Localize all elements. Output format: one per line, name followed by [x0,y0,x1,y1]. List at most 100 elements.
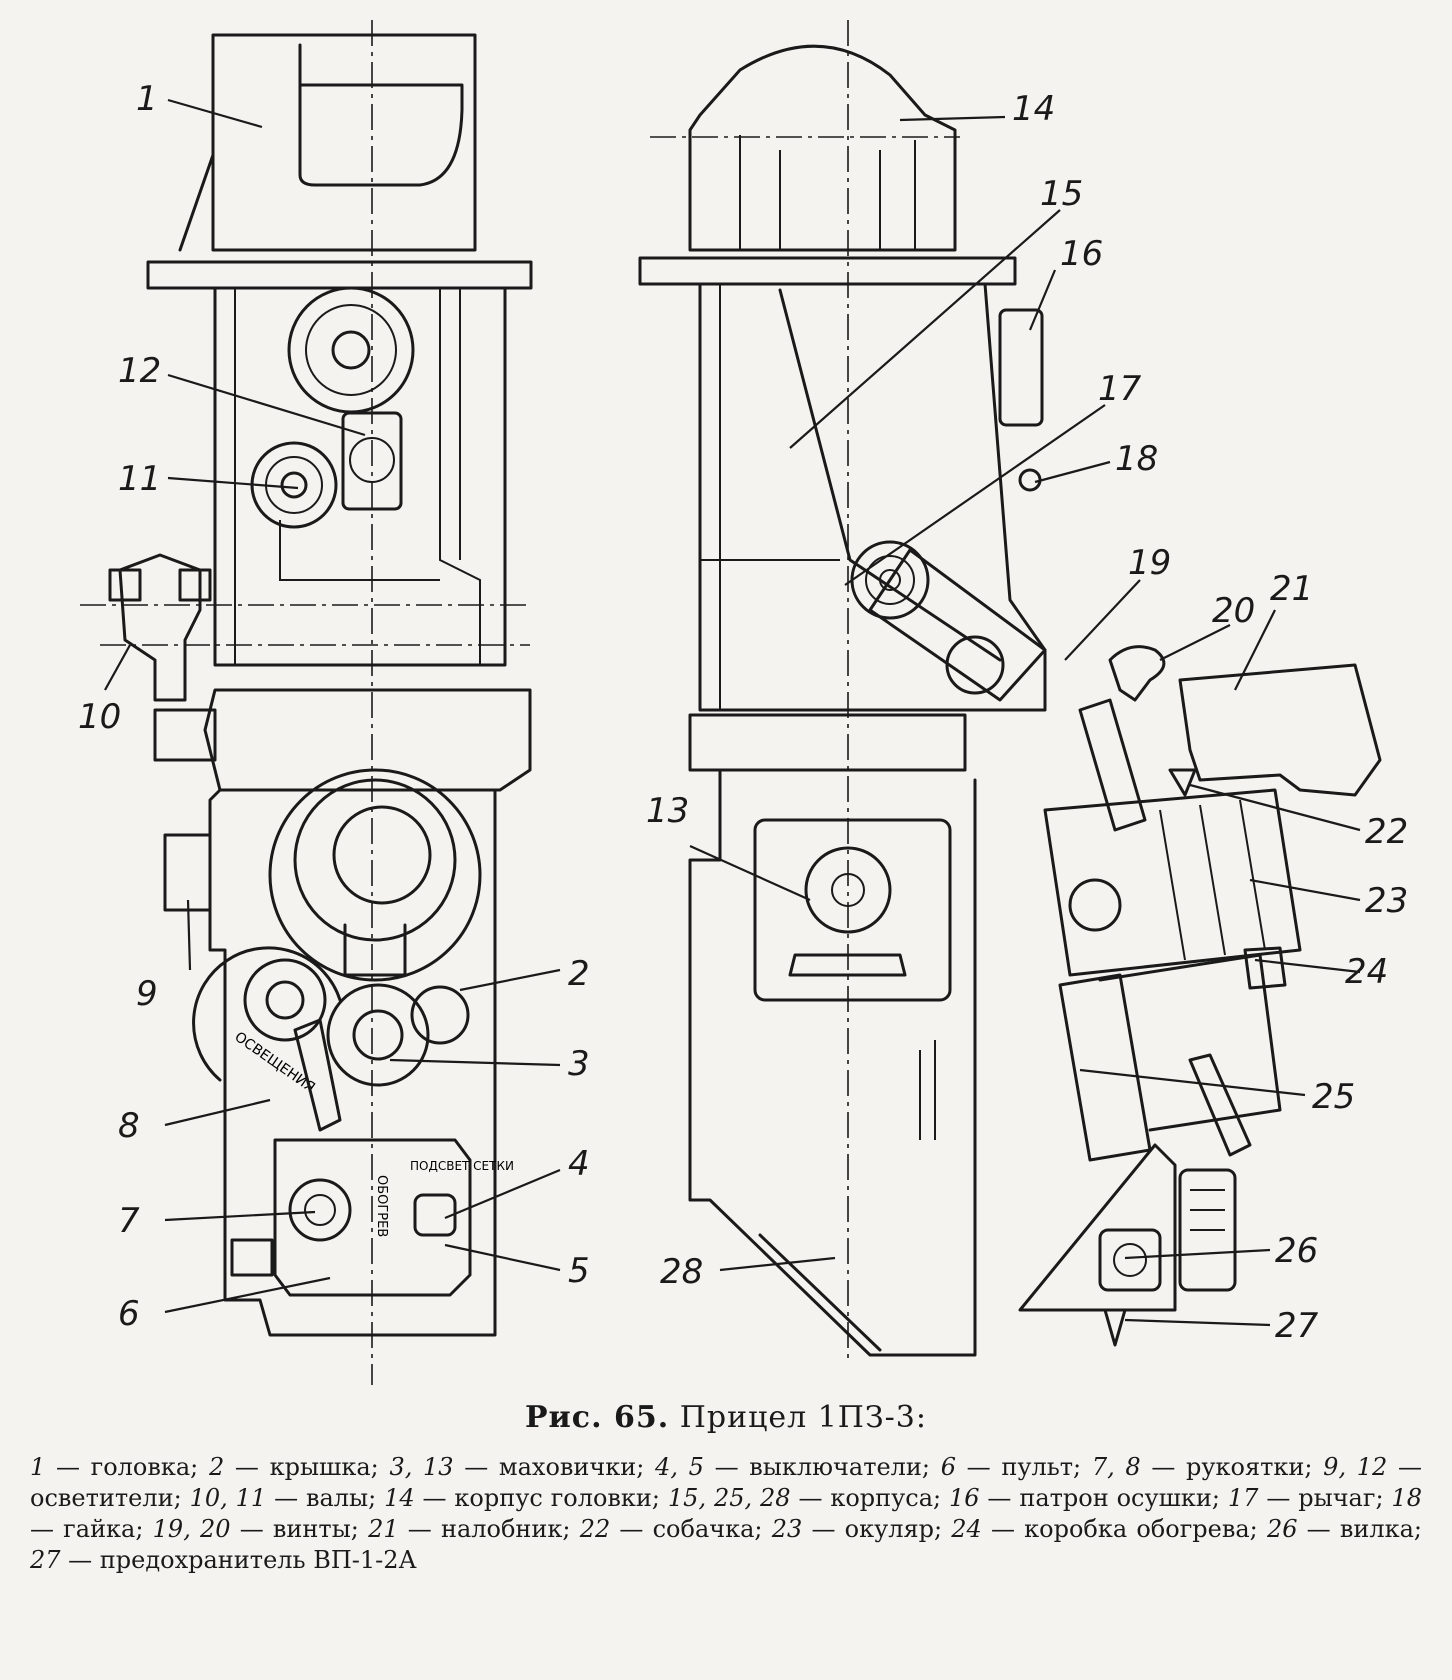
dryer-cartridge-16 [998,308,1044,427]
side-middle-band [688,713,967,772]
legend-key: 26 [1266,1515,1298,1543]
handle-7 [288,1178,352,1242]
front-upper-body [213,286,507,667]
legend-entry: 23 — окуляр; [772,1515,942,1543]
forehead-rest-21 [1178,663,1382,797]
nut-18 [1018,468,1042,492]
head-hood [298,43,464,187]
legend-text: — осветители; [30,1453,1422,1512]
callout-21: 21 [1270,569,1313,609]
callout-8: 8 [118,1106,140,1146]
handwheel-13 [804,846,892,934]
legend-text: — рычаг; [1258,1484,1384,1512]
legend-key: 4, 5 [655,1453,704,1481]
figure-legend: 1 — головка; 2 — крышка; 3, 13 — махович… [30,1452,1422,1576]
legend-entry: 18 — гайка; [30,1484,1422,1543]
callout-7: 7 [118,1201,140,1241]
legend-key: 3, 13 [389,1453,454,1481]
callout-19: 19 [1128,543,1171,583]
legend-key: 17 [1227,1484,1259,1512]
legend-key: 2 [208,1453,225,1481]
callout-24: 24 [1345,952,1388,992]
front-middle-band [203,688,532,792]
heater-switch-inscription: ОБОГРЕВ [374,1175,389,1237]
legend-text: — валы; [266,1484,377,1512]
legend-key: 19, 20 [152,1515,231,1543]
legend-text: — крышка; [224,1453,379,1481]
legend-entry: 21 — налобник; [368,1515,570,1543]
legend-key: 14 [384,1484,415,1512]
legend-key: 10, 11 [189,1484,267,1512]
legend-key: 22 [579,1515,611,1543]
legend-text: — пульт; [955,1453,1082,1481]
figure-label: Рис. 65. [525,1400,670,1435]
handle-8 [293,1018,342,1132]
legend-entry: 7, 8 — рукоятки; [1092,1453,1313,1481]
legend-entry: 17 — рычаг; [1228,1484,1384,1512]
legend-text: — маховички; [453,1453,645,1481]
callout-20: 20 [1212,591,1255,631]
lever-17-arm [868,548,1047,702]
reticle-switch-inscription: ПОДСВЕТ СЕТКИ [410,1159,514,1173]
legend-text: — корпуса; [790,1484,942,1512]
legend-text: — выключатели; [703,1453,931,1481]
body-25 [1058,973,1152,1162]
legend-text: — коробка обогрева; [981,1515,1258,1543]
legend-entry: 15, 25, 28 — корпуса; [668,1484,941,1512]
legend-key: 9, 12 [1323,1453,1388,1481]
legend-entry: 4, 5 — выключатели; [655,1453,930,1481]
legend-key: 24 [951,1515,982,1543]
handwheel-3 [326,983,430,1087]
callout-12: 12 [118,351,161,391]
legend-key: 6 [940,1453,956,1481]
legend-key: 1 [30,1453,46,1481]
legend-key: 15, 25, 28 [667,1484,791,1512]
callout-16: 16 [1060,234,1103,274]
figure-caption: Рис. 65. Прицел 1ПЗ-3: [30,1400,1422,1435]
front-view: ОСВЕЩЕНИЯ ОБОГРЕВ ПОДСВЕТ СЕТКИ [80,20,533,1385]
callout-9: 9 [136,974,158,1014]
legend-key: 21 [368,1515,399,1543]
fuse-27 [1103,1308,1127,1347]
legend-text: — корпус головки; [414,1484,661,1512]
legend-entry: 14 — корпус головки; [384,1484,660,1512]
legend-text: — собачка; [610,1515,763,1543]
head-housing [211,33,477,252]
legend-text: — винты; [230,1515,359,1543]
control-panel-6 [273,1138,472,1297]
callout-27: 27 [1275,1306,1319,1346]
heater-box-24 [1243,946,1287,990]
callout-15: 15 [1040,174,1083,214]
head-flange [146,260,533,290]
legend-entry: 6 — пульт; [941,1453,1081,1481]
legend-entry: 24 — коробка обогрева; [951,1515,1258,1543]
eyepiece-23 [1043,788,1302,977]
callout-5: 5 [568,1251,590,1291]
switch-4 [413,1193,457,1237]
figure-title: Прицел 1ПЗ-3: [679,1400,927,1435]
legend-entry: 19, 20 — винты; [153,1515,359,1543]
callout-22: 22 [1365,812,1408,852]
legend-key: 23 [771,1515,803,1543]
callout-11: 11 [118,459,161,499]
head-body-14 [688,44,957,252]
callout-leaders [104,98,1361,1327]
callout-26: 26 [1275,1231,1318,1271]
legend-key: 16 [949,1484,980,1512]
legend-entry: 26 — вилка; [1267,1515,1422,1543]
callout-18: 18 [1115,439,1158,479]
handwheel-13-panel [753,818,952,1002]
legend-entry: 3, 13 — маховички; [389,1453,644,1481]
legend-key: 18 [1391,1484,1422,1512]
legend-entry: 10, 11 — валы; [190,1484,377,1512]
callout-numbers: 1 2 3 4 5 6 7 8 9 10 11 12 13 14 15 16 1… [78,79,1408,1346]
callout-2: 2 [568,954,590,994]
legend-key: 7, 8 [1091,1453,1141,1481]
pawl-22 [1168,768,1197,797]
legend-text: — налобник; [398,1515,571,1543]
lighting-dial [192,946,342,1082]
fork-26 [1178,1168,1237,1292]
side-view [638,20,1382,1360]
legend-entry: 22 — собачка; [580,1515,763,1543]
